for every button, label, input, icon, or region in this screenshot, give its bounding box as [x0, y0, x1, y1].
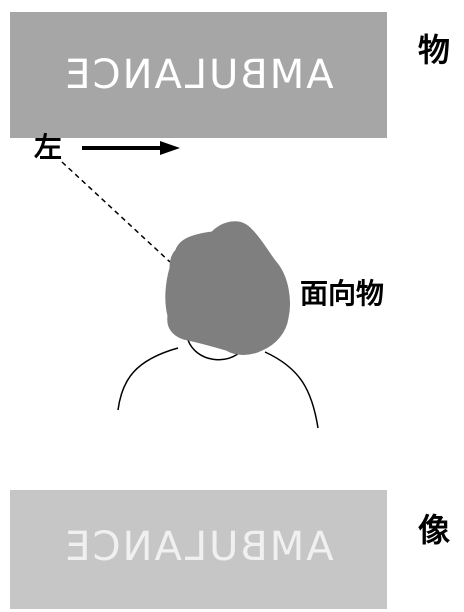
sight-line: [61, 161, 171, 263]
object-label: 物: [418, 31, 451, 69]
arrow-right-icon: [82, 141, 180, 155]
person-body-outline: [117, 339, 319, 429]
left-label: 左: [34, 131, 63, 164]
object-ambulance-sign: AMBULANCE: [10, 12, 387, 138]
facing-object-label: 面向物: [300, 277, 385, 310]
image-label: 像: [418, 511, 451, 549]
image-ambulance-sign: AMBULANCE: [10, 490, 387, 609]
person-head-icon: [165, 221, 290, 355]
image-ambulance-text: AMBULANCE: [63, 524, 334, 570]
